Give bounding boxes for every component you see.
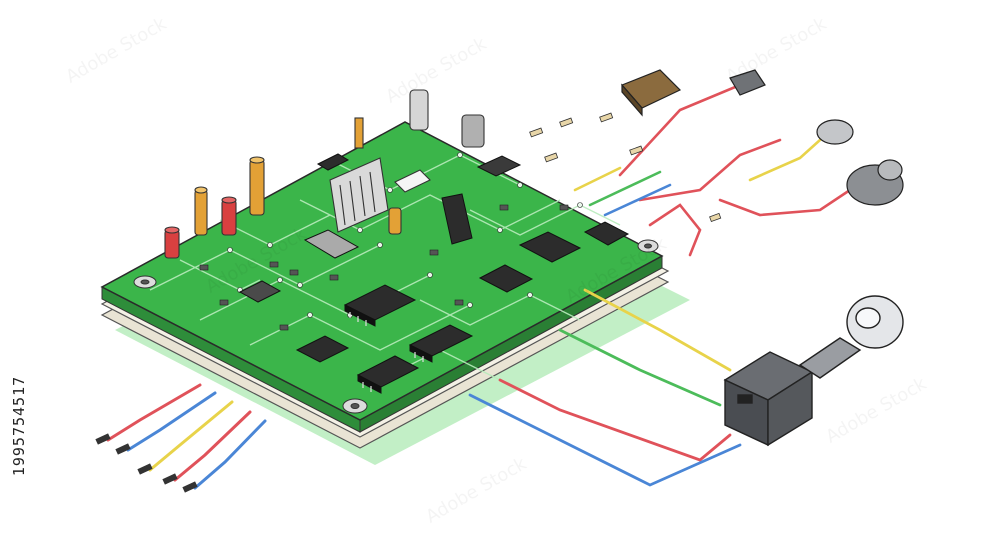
ic-pins bbox=[349, 312, 424, 392]
pcb-pads bbox=[227, 152, 583, 353]
loose-parts bbox=[529, 112, 722, 223]
stock-id-text: 1995754517 bbox=[10, 375, 28, 477]
stock-image-id: 1995754517 bbox=[4, 316, 34, 536]
wire-terminals-left bbox=[95, 433, 198, 493]
small-connectors-top bbox=[620, 69, 904, 206]
wires-top-right bbox=[573, 83, 852, 257]
wires-to-connector bbox=[468, 288, 742, 487]
power-connector bbox=[723, 295, 904, 447]
smd-components bbox=[199, 204, 569, 331]
capacitors bbox=[164, 89, 485, 259]
wires-left bbox=[106, 383, 267, 490]
mounting-holes bbox=[133, 239, 659, 414]
pcb-board bbox=[100, 121, 664, 421]
pin-header bbox=[329, 157, 431, 233]
ic-chips bbox=[238, 153, 630, 394]
